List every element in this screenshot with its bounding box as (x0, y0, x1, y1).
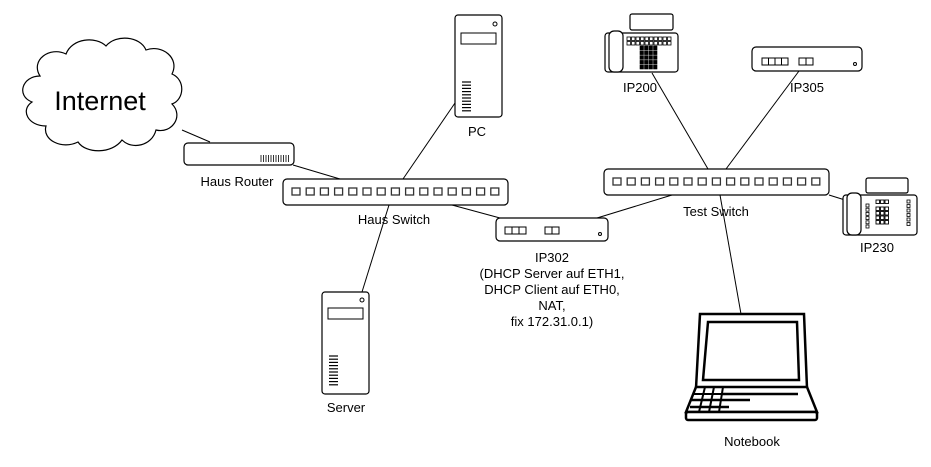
tower-vents (462, 81, 471, 112)
edge-server-hausswitch (361, 204, 390, 293)
ip302-label: IP302 (535, 250, 569, 265)
switch-port (305, 187, 315, 196)
power-led (492, 21, 498, 27)
switch-port (475, 187, 486, 196)
switch-port (333, 187, 344, 196)
ip305-label: IP305 (790, 80, 824, 95)
ip305[interactable]: IP305 (751, 46, 863, 95)
drive-bay (460, 32, 497, 45)
switch-port (348, 187, 358, 196)
drive-bay (327, 307, 364, 320)
edge-internet-router (181, 129, 211, 143)
server[interactable]: Server (321, 291, 370, 415)
ip302-note-1: (DHCP Server auf ETH1, (480, 266, 625, 281)
switch-port (782, 177, 793, 186)
switch-port (390, 187, 401, 196)
switch-port (768, 177, 778, 186)
router-vents (260, 155, 289, 162)
ip302-note-4: fix 172.31.0.1) (511, 314, 593, 329)
switch-port (796, 177, 807, 186)
switch-port (711, 177, 722, 186)
edge-ip305-testswitch (725, 70, 800, 170)
notebook-label: Notebook (724, 434, 780, 449)
notebook[interactable]: Notebook (684, 312, 819, 449)
switch-port (447, 187, 457, 196)
switch-port (376, 187, 386, 196)
switch-port (319, 187, 330, 196)
switch-port (669, 177, 679, 186)
power-led (359, 297, 365, 303)
tower-vents (329, 355, 338, 386)
ip302-note-3: NAT, (538, 298, 565, 313)
test-switch[interactable]: Test Switch (603, 168, 830, 219)
switch-port (640, 177, 651, 186)
haus-switch[interactable]: Haus Switch (282, 178, 509, 227)
ip230[interactable]: IP230 (842, 177, 918, 255)
gateway-ports (504, 226, 560, 235)
edge-router-hausswitch (292, 164, 341, 180)
edge-ip200-testswitch (651, 72, 709, 170)
switch-port (404, 187, 415, 196)
switch-port (683, 177, 693, 186)
switch-port (626, 177, 636, 186)
ip230-label: IP230 (860, 240, 894, 255)
laptop-icon (684, 312, 819, 422)
switch-port (811, 177, 821, 186)
status-led (598, 232, 602, 236)
internet-label: Internet (54, 86, 146, 116)
switch-port (433, 187, 443, 196)
ip200-label: IP200 (623, 80, 657, 95)
pc[interactable]: PC (454, 14, 503, 139)
ip302-note-2: DHCP Client auf ETH0, (484, 282, 620, 297)
edge-pc-hausswitch (402, 102, 456, 180)
switch-port (612, 177, 622, 186)
connections (181, 70, 846, 315)
haus-switch-label: Haus Switch (358, 212, 430, 227)
status-led (853, 62, 857, 66)
server-label: Server (327, 400, 366, 415)
switch-ports (291, 187, 500, 196)
router-icon (183, 142, 295, 166)
haus-router-label: Haus Router (201, 174, 275, 189)
ip302[interactable]: IP302 (DHCP Server auf ETH1, DHCP Client… (480, 217, 625, 329)
switch-port (291, 187, 301, 196)
haus-router[interactable]: Haus Router (183, 142, 295, 189)
test-switch-label: Test Switch (683, 204, 749, 219)
edge-hausswitch-ip302 (451, 204, 501, 219)
switch-port (754, 177, 764, 186)
switch-port (419, 187, 429, 196)
switch-port (654, 177, 665, 186)
switch-port (740, 177, 750, 186)
switch-port (697, 177, 707, 186)
edge-notebook-testswitch (719, 194, 742, 315)
phone-icon (604, 13, 679, 73)
switch-port (725, 177, 736, 186)
internet-cloud[interactable]: Internet (22, 37, 183, 152)
cloud-icon (22, 37, 183, 152)
switch-port (490, 187, 500, 196)
ip200[interactable]: IP200 (604, 13, 679, 95)
switch-port (461, 187, 472, 196)
gateway-ports (761, 57, 814, 66)
switch-port (362, 187, 372, 196)
edge-ip230-testswitch (828, 194, 846, 201)
edge-ip302-testswitch (596, 194, 673, 219)
pc-label: PC (468, 124, 486, 139)
phone-icon (842, 177, 918, 236)
switch-ports (612, 177, 821, 186)
